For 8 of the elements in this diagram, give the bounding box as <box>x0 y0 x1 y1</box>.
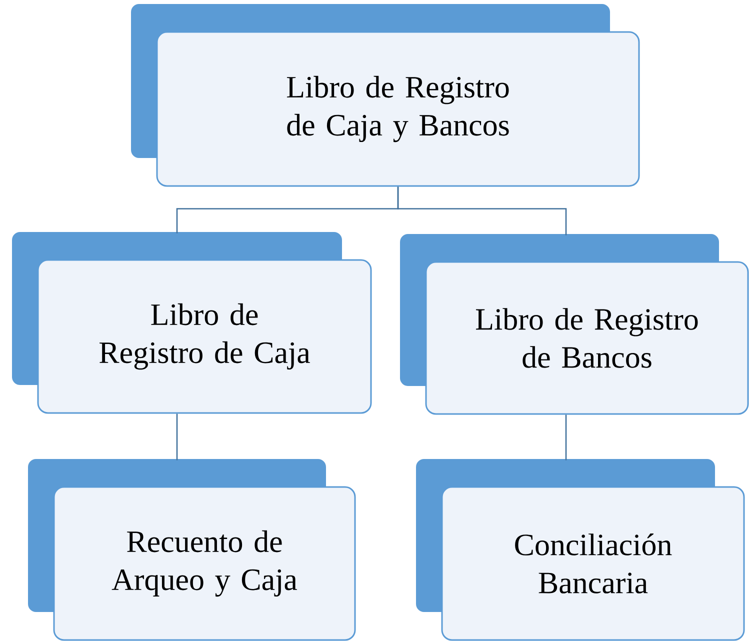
connector-line <box>176 414 178 460</box>
connector-line <box>565 414 567 460</box>
process-box: Conciliación Bancaria <box>416 459 745 641</box>
process-box: Libro de Registro de Bancos <box>400 234 749 415</box>
process-box: Libro de Registro de Caja y Bancos <box>131 4 640 187</box>
process-box: Libro de Registro de Caja <box>12 232 372 414</box>
process-box: Recuento de Arqueo y Caja <box>28 459 356 641</box>
connector-line <box>397 186 567 236</box>
